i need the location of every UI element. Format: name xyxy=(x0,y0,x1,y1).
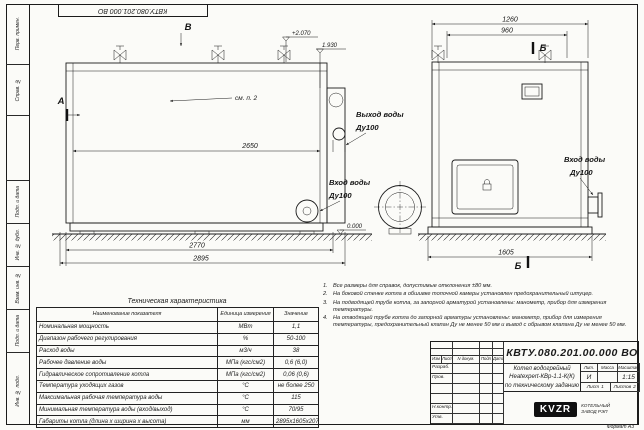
product-title: Котел водогрейный Heatexpert-КВр-1.1-К(К… xyxy=(504,364,581,392)
table-row: Габариты котла (длина х ширина х высота)… xyxy=(36,415,319,429)
col-header: Значение xyxy=(273,307,319,322)
tech-header-row: Наименование показателя Единица измерени… xyxy=(36,307,319,322)
table-row: Диапазон рабочего регулирования%50-100 xyxy=(36,332,319,346)
kvzr-logo: KVZR xyxy=(533,401,578,417)
title-block: Изм Лист N докум. Подп Дата Разраб. Пров… xyxy=(430,341,640,426)
margin-label: Инв. № дубл. xyxy=(14,229,21,261)
doc-number: КВТУ.080.201.00.000 ВО xyxy=(504,342,640,364)
row-razrab: Разраб. xyxy=(431,364,453,374)
margin-cell: Перв. примен. xyxy=(6,4,29,65)
row-nkontr: Н.контр. xyxy=(431,404,453,414)
row-utv: Утв. xyxy=(431,414,453,424)
row-prov: Пров. xyxy=(431,374,453,384)
margin-cell: Подп. и дата xyxy=(6,310,29,353)
margin-label: Подп. и дата xyxy=(14,315,21,347)
col-header: Наименование показателя xyxy=(36,307,218,322)
col-header: Единица измерения xyxy=(217,307,274,322)
top-rotated-doc-number: КВТУ.080.201.000 ВО xyxy=(58,4,208,17)
company-cell: KVZR КОТЕЛЬНЫЙ ЗАВОД РЭП xyxy=(504,392,640,426)
margin-cell xyxy=(6,116,29,181)
margin-cell: Инв. № подл. xyxy=(6,353,29,429)
table-row: Минимальная температура воды (вход/выход… xyxy=(36,403,319,417)
note-item: 1.Все размеры для справок, допустимые от… xyxy=(323,283,493,289)
col-ndoc: N докум. xyxy=(453,356,480,364)
margin-cell: Справ. № xyxy=(6,65,29,116)
col-list: Лист xyxy=(442,356,453,364)
note-item: 3.На подводящей трубе котла, за запорной… xyxy=(323,299,607,313)
margin-label: Взам. инв. № xyxy=(14,272,21,304)
note-item: 2.На боковой стенке котла в обшивке топо… xyxy=(323,291,594,298)
col-podp: Подп xyxy=(480,356,493,364)
format-label: Формат А3 xyxy=(606,424,634,430)
drawing-frame xyxy=(6,4,638,425)
company-name: КОТЕЛЬНЫЙ ЗАВОД РЭП xyxy=(581,403,611,414)
tech-characteristics: Техническая характеристика Наименование … xyxy=(36,298,319,429)
col-data: Дата xyxy=(493,356,504,364)
col-izm: Изм xyxy=(431,356,442,364)
title-block-left: Изм Лист N докум. Подп Дата Разраб. Пров… xyxy=(431,342,504,426)
margin-cell: Инв. № дубл. xyxy=(6,224,29,267)
margin-label: Подп. и дата xyxy=(14,186,21,218)
margin-cell: Подп. и дата xyxy=(6,181,29,224)
tech-table-title: Техническая характеристика xyxy=(127,298,227,305)
notes-list: 1.Все размеры для справок, допустимые от… xyxy=(323,283,631,331)
margin-cell: Взам. инв. № xyxy=(6,267,29,310)
scale-value: 1:15 xyxy=(618,372,640,383)
lit-mass-scale-values: И 1:15 xyxy=(581,372,640,383)
left-margin-strip: Перв. примен. Справ. № Подп. и дата Инв.… xyxy=(6,4,30,425)
mass-value xyxy=(598,372,618,383)
margin-label: Справ. № xyxy=(14,78,21,102)
note-item: 4.На отводящей трубе котла до запорной а… xyxy=(323,315,627,329)
margin-label: Перв. примен. xyxy=(14,17,21,51)
lit-value: И xyxy=(581,372,598,383)
lit-mass-scale-headers: Лит. Масса Масштаб xyxy=(581,364,640,372)
margin-label: Инв. № подл. xyxy=(14,375,21,407)
